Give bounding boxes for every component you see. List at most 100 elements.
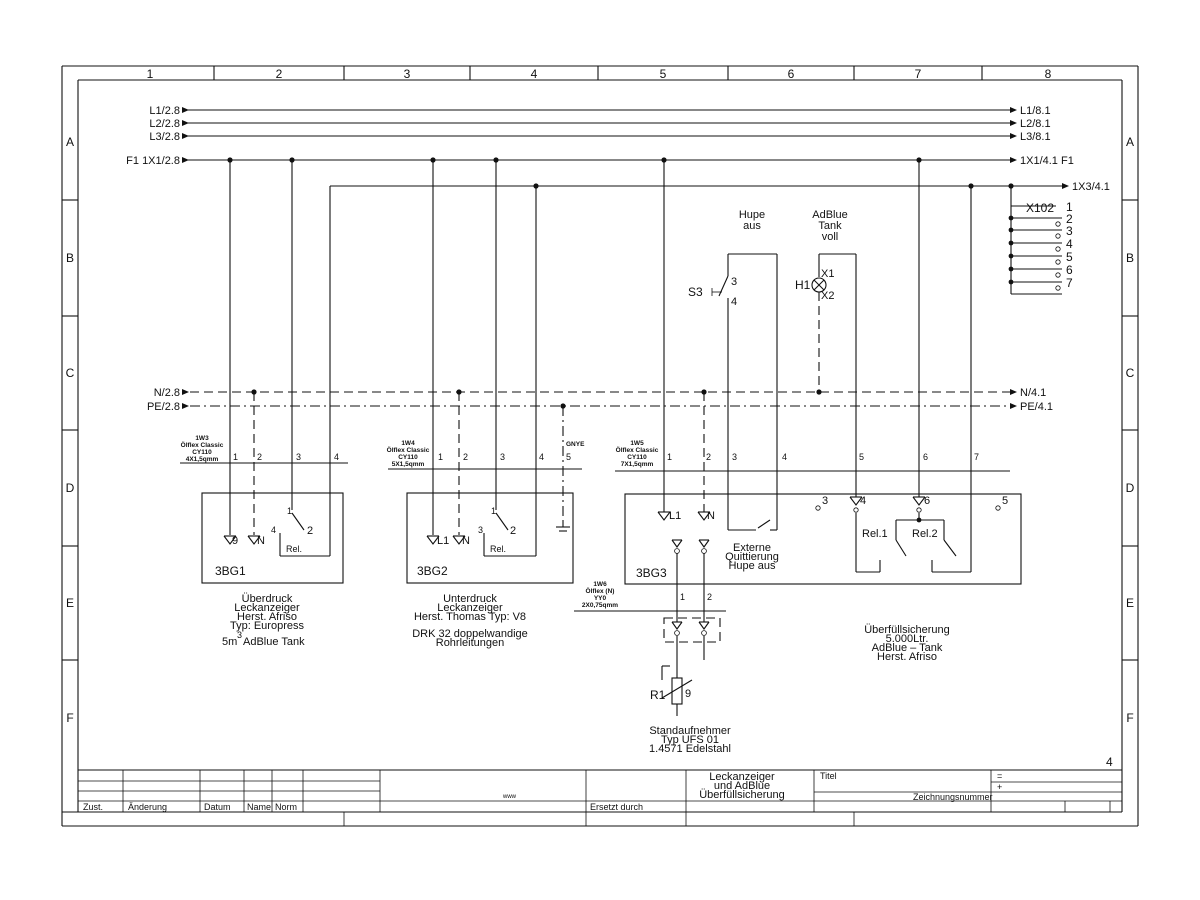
svg-text:AdBlue – Tank: AdBlue – Tank bbox=[872, 642, 943, 654]
svg-text:9: 9 bbox=[685, 688, 691, 700]
svg-text:3: 3 bbox=[822, 495, 828, 507]
device-3bg1: 3BG1 9 N 4 1 2 Rel. bbox=[201, 492, 344, 584]
svg-text:1W3: 1W3 bbox=[195, 435, 209, 442]
drawing-title-line: und AdBlue bbox=[714, 780, 770, 792]
terminal-3: 3 bbox=[1008, 224, 1073, 238]
svg-text:5X1,5qmm: 5X1,5qmm bbox=[392, 461, 425, 468]
svg-text:DRK 32 doppelwandige: DRK 32 doppelwandige bbox=[412, 628, 528, 640]
svg-text:1: 1 bbox=[491, 506, 496, 516]
svg-text:Herst. Afriso: Herst. Afriso bbox=[877, 651, 937, 663]
cable-1w6: 1W6 Ölflex (N) YY0 2X0,75qmm 1 2 bbox=[574, 581, 726, 612]
signal-label-pe-out: PE/4.1 bbox=[1020, 401, 1053, 413]
signal-label-l2-out: L2/8.1 bbox=[1020, 118, 1051, 130]
signal-label-l1-in: L1/2.8 bbox=[149, 105, 180, 117]
svg-text:9: 9 bbox=[232, 535, 238, 547]
device-3bg3: 3BG3 L1 N Externe Quittierung Hupe aus 3… bbox=[624, 470, 1022, 585]
svg-text:Quittierung: Quittierung bbox=[725, 551, 779, 563]
device-label: 3BG2 bbox=[417, 564, 448, 578]
bus-labels: L1/2.8 L2/2.8 L3/2.8 F1 1X1/2.8 L1/8.1 L… bbox=[126, 105, 1110, 193]
svg-text:Titel: Titel bbox=[820, 771, 837, 781]
svg-text:4: 4 bbox=[539, 452, 544, 462]
svg-text:Typ: Europress: Typ: Europress bbox=[230, 620, 304, 632]
svg-text:Rel.1: Rel.1 bbox=[862, 528, 888, 540]
svg-text:2: 2 bbox=[707, 592, 712, 602]
svg-text:N: N bbox=[257, 535, 265, 547]
svg-text:L1: L1 bbox=[669, 510, 681, 522]
row-label: D bbox=[66, 481, 75, 495]
svg-text:2: 2 bbox=[1066, 212, 1073, 226]
terminal-7: 7 bbox=[1008, 276, 1073, 290]
svg-text:Überdruck: Überdruck bbox=[242, 593, 293, 605]
signal-label-l2-in: L2/2.8 bbox=[149, 118, 180, 130]
page-marker: 4 bbox=[1106, 755, 1113, 769]
svg-text:3: 3 bbox=[732, 452, 737, 462]
svg-text:6: 6 bbox=[923, 452, 928, 462]
svg-text:4: 4 bbox=[731, 296, 737, 308]
row-label: B bbox=[1126, 251, 1134, 265]
drawing-frame bbox=[61, 65, 1139, 827]
power-buses bbox=[182, 107, 1069, 189]
svg-text:1W4: 1W4 bbox=[401, 440, 415, 447]
svg-text:3: 3 bbox=[1066, 224, 1073, 238]
signal-label-pe-in: PE/2.8 bbox=[147, 401, 180, 413]
svg-text:Hupe: Hupe bbox=[739, 209, 765, 221]
sensor-r1-wiring bbox=[663, 539, 721, 678]
svg-text:AdBlue: AdBlue bbox=[812, 209, 847, 221]
svg-text:CY110: CY110 bbox=[192, 449, 212, 456]
cable-1w4: 1W4 Ölflex Classic CY110 5X1,5qmm 1 2 3 … bbox=[387, 440, 585, 470]
column-labels: 1 2 3 4 5 6 7 8 bbox=[147, 67, 1052, 81]
svg-text:5: 5 bbox=[1002, 495, 1008, 507]
svg-text:7: 7 bbox=[1066, 276, 1073, 290]
row-label: B bbox=[66, 251, 74, 265]
svg-text:Datum: Datum bbox=[204, 802, 231, 812]
row-label: F bbox=[66, 711, 73, 725]
terminal-2: 2 bbox=[1008, 212, 1073, 226]
svg-text:GNYE: GNYE bbox=[566, 441, 585, 448]
svg-text:X2: X2 bbox=[821, 290, 834, 302]
sensor-label: R1 bbox=[650, 688, 666, 702]
svg-text:Ölflex Classic: Ölflex Classic bbox=[181, 440, 224, 449]
tank-full-lamp-h1: AdBlue Tank voll H1 X1 X2 bbox=[795, 209, 857, 470]
terminal-6: 6 bbox=[1008, 263, 1073, 277]
cable-1w5: 1W5 Ölflex Classic CY110 7X1,5qmm 1 2 3 … bbox=[615, 440, 1010, 472]
svg-text:Tank: Tank bbox=[818, 220, 842, 232]
svg-text:3: 3 bbox=[731, 276, 737, 288]
svg-text:2: 2 bbox=[706, 452, 711, 462]
terminal-5: 5 bbox=[1008, 250, 1073, 264]
row-label: E bbox=[66, 596, 74, 610]
svg-text:Ölflex (N): Ölflex (N) bbox=[586, 586, 615, 595]
svg-text:Herst. Thomas Typ: V8: Herst. Thomas Typ: V8 bbox=[414, 611, 526, 623]
svg-text:L1: L1 bbox=[437, 535, 449, 547]
svg-text:4: 4 bbox=[271, 525, 276, 535]
svg-text:1: 1 bbox=[680, 592, 685, 602]
sensor-r1: R1 9 Standaufnehmer Typ UFS 01 1.4571 Ed… bbox=[649, 665, 731, 755]
svg-text:Zust.: Zust. bbox=[83, 802, 103, 812]
signal-label-x3-out: 1X3/4.1 bbox=[1072, 181, 1110, 193]
drawing-title-line: Überfüllsicherung bbox=[699, 789, 785, 801]
svg-text:N: N bbox=[462, 535, 470, 547]
svg-text:=: = bbox=[997, 771, 1002, 781]
svg-text:Leckanzeiger: Leckanzeiger bbox=[234, 602, 300, 614]
svg-text:3: 3 bbox=[478, 525, 483, 535]
svg-text:3: 3 bbox=[500, 452, 505, 462]
row-label: D bbox=[1126, 481, 1135, 495]
device-label: 3BG3 bbox=[636, 566, 667, 580]
column-label: 3 bbox=[404, 67, 411, 81]
svg-text:Ölflex Classic: Ölflex Classic bbox=[616, 445, 659, 454]
svg-text:Rel.: Rel. bbox=[286, 544, 302, 554]
device-3bg3-wiring bbox=[663, 160, 972, 572]
svg-text:5m: 5m bbox=[222, 636, 237, 648]
column-label: 4 bbox=[531, 67, 538, 81]
svg-text:4: 4 bbox=[1066, 237, 1073, 251]
cable-1w3: 1W3 Ölflex Classic CY110 4X1,5qmm 1 2 3 … bbox=[180, 435, 348, 464]
description-3bg2: Unterdruck Leckanzeiger Herst. Thomas Ty… bbox=[412, 593, 528, 649]
column-label: 5 bbox=[660, 67, 667, 81]
svg-text:4: 4 bbox=[782, 452, 787, 462]
svg-text:Rel.2: Rel.2 bbox=[912, 528, 938, 540]
svg-text:1W5: 1W5 bbox=[630, 440, 644, 447]
svg-text:6: 6 bbox=[1066, 263, 1073, 277]
svg-text:Zeichnungsnummer: Zeichnungsnummer bbox=[913, 792, 993, 802]
svg-text:2: 2 bbox=[257, 452, 262, 462]
svg-text:1W6: 1W6 bbox=[593, 581, 607, 588]
